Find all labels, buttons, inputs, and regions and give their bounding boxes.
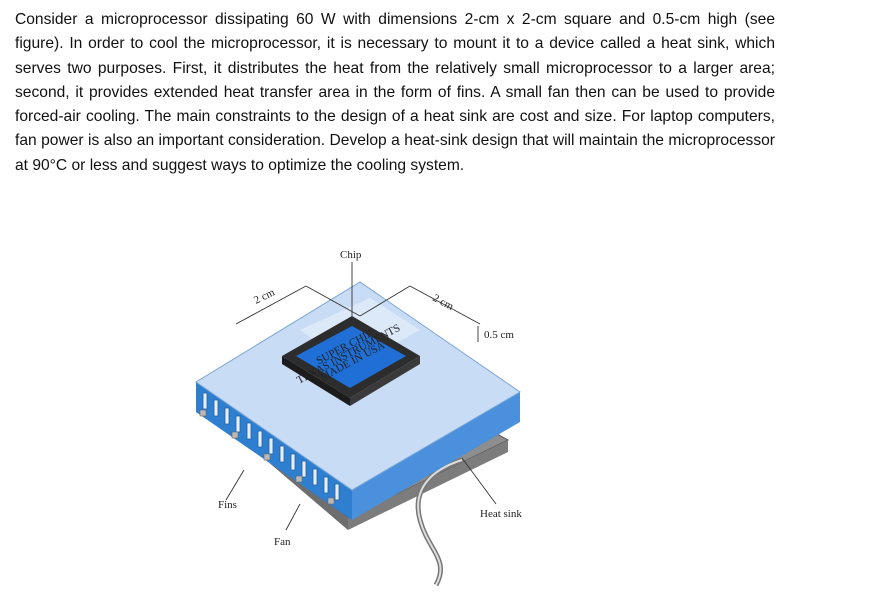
heat-sink-figure: SUPER CHIP TEXAS INSTRUMENTS MADE IN USA… [195,249,522,587]
label-fan: Fan [274,536,291,548]
dim-right-line [409,285,481,325]
fin-slots-left [202,392,340,501]
label-fins: Fins [218,499,237,511]
sink-left-face [196,382,352,520]
problem-statement: Consider a microprocessor dissipating 60… [15,11,775,174]
dim-left-line [235,285,307,325]
label-height: 0.5 cm [484,329,514,341]
sink-right-face [352,392,520,520]
chip-die [296,326,406,388]
label-dim-right: 2 cm [431,292,456,313]
label-chip: Chip [340,249,362,261]
label-heat-sink: Heat sink [480,508,522,520]
